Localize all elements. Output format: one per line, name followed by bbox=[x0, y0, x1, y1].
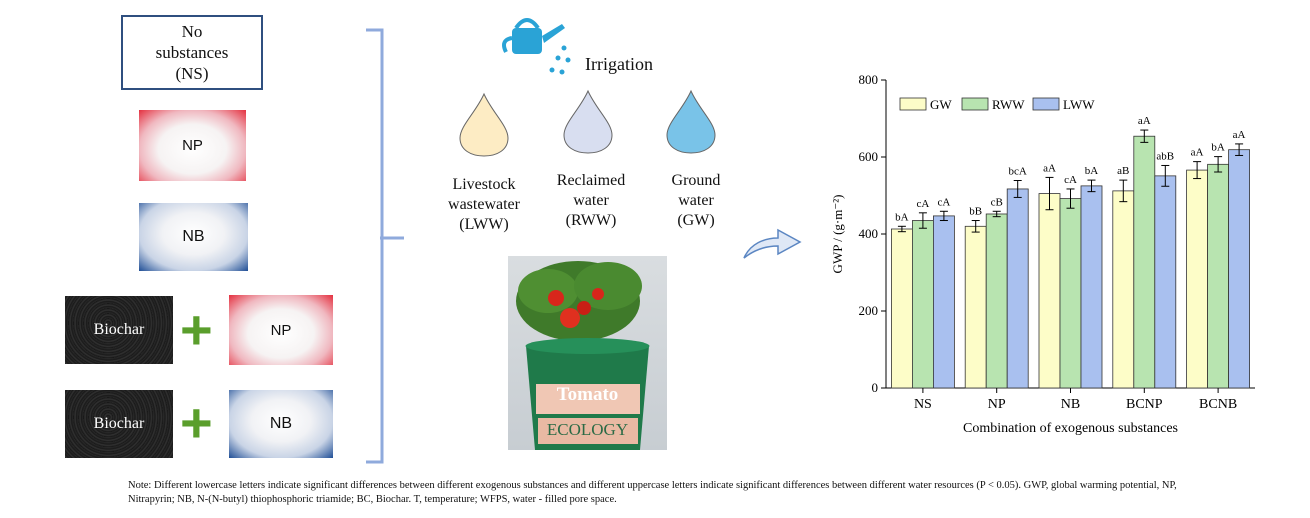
significance-label: aA bbox=[1138, 115, 1151, 127]
significance-label: bA bbox=[1085, 165, 1099, 177]
y-tick-label: 600 bbox=[859, 149, 879, 164]
legend-swatch-rww bbox=[961, 97, 989, 111]
significance-label: abB bbox=[1156, 150, 1174, 162]
bar-lww-bcnp bbox=[1154, 175, 1177, 389]
np-label: NP bbox=[182, 137, 203, 154]
biochar-label-2: Biochar bbox=[93, 415, 145, 432]
legend-swatch-lww bbox=[1032, 97, 1060, 111]
irrigation-label: Irrigation bbox=[585, 54, 653, 74]
bar-rww-bcnp bbox=[1133, 135, 1156, 389]
pot-label-main: Tomato bbox=[556, 384, 619, 405]
water-drop-icon-gw bbox=[666, 89, 716, 154]
legend-label-lww: LWW bbox=[1063, 97, 1095, 112]
nb-image-2: NB bbox=[229, 390, 333, 458]
y-tick-label: 800 bbox=[859, 72, 879, 87]
bar-rww-nb bbox=[1059, 198, 1082, 389]
significance-label: cA bbox=[937, 196, 950, 208]
significance-label: bA bbox=[895, 211, 909, 223]
y-axis-label: GWP / (g·m⁻²) bbox=[830, 195, 845, 274]
significance-label: aA bbox=[1043, 162, 1056, 174]
x-tick-label: NP bbox=[988, 397, 1006, 412]
legend-swatch-gw bbox=[899, 97, 927, 111]
bar-gw-np bbox=[964, 225, 987, 389]
biochar-label-1: Biochar bbox=[93, 321, 145, 338]
bar-lww-bcnb bbox=[1228, 149, 1251, 389]
plus-icon-1: + bbox=[180, 298, 213, 361]
significance-label: cA bbox=[916, 198, 929, 210]
np-image-2: NP bbox=[229, 295, 333, 365]
bar-gw-ns bbox=[891, 228, 913, 389]
bracket bbox=[366, 28, 386, 464]
nb-label-2: NB bbox=[269, 415, 293, 432]
legend-label-rww: RWW bbox=[992, 97, 1025, 112]
bar-rww-np bbox=[985, 213, 1008, 389]
bar-gw-bcnp bbox=[1112, 190, 1135, 389]
x-tick-label: BCNB bbox=[1199, 397, 1237, 412]
y-tick-label: 400 bbox=[859, 226, 879, 241]
bar-gw-bcnb bbox=[1186, 169, 1209, 389]
significance-label: aA bbox=[1191, 147, 1204, 159]
significance-label: aB bbox=[1117, 165, 1129, 177]
water-label-gw: Ground water (GW) bbox=[671, 172, 721, 229]
significance-label: cB bbox=[991, 196, 1003, 208]
significance-label: bA bbox=[1211, 142, 1225, 154]
significance-label: bB bbox=[969, 206, 982, 218]
x-tick-label: NS bbox=[914, 397, 932, 412]
watering-can-icon bbox=[502, 18, 571, 75]
water-label-lww: Livestock wastewater (LWW) bbox=[448, 176, 520, 233]
nb-label: NB bbox=[182, 228, 205, 245]
bar-lww-ns bbox=[933, 215, 955, 389]
legend-label-gw: GW bbox=[930, 97, 952, 112]
water-drop-icon-rww bbox=[563, 89, 613, 154]
plus-icon-2: + bbox=[180, 391, 213, 454]
bar-gw-nb bbox=[1038, 193, 1061, 389]
bar-rww-bcnb bbox=[1207, 163, 1230, 389]
pot-label-sub: ECOLOGY bbox=[546, 420, 629, 439]
water-label-rww: Reclaimed water (RWW) bbox=[556, 172, 626, 229]
water-drop-icon-lww bbox=[459, 92, 509, 157]
no-substances-box: No substances (NS) bbox=[121, 15, 263, 90]
bracket-tick bbox=[380, 236, 404, 240]
significance-label: cA bbox=[1064, 174, 1077, 186]
bar-lww-np bbox=[1006, 188, 1029, 389]
biochar-image-1: Biochar bbox=[65, 296, 173, 364]
tomato-pot-image: Tomato ECOLOGY bbox=[508, 256, 667, 450]
y-tick-label: 200 bbox=[859, 303, 879, 318]
np-label-2: NP bbox=[270, 321, 292, 339]
tomato-plant-illustration bbox=[516, 261, 650, 450]
biochar-image-2: Biochar bbox=[65, 390, 173, 458]
x-tick-label: NB bbox=[1061, 397, 1080, 412]
significance-label: aA bbox=[1233, 129, 1246, 141]
bar-rww-ns bbox=[912, 220, 934, 389]
x-tick-label: BCNP bbox=[1126, 397, 1163, 412]
np-image: NP bbox=[139, 110, 246, 181]
x-axis-label: Combination of exogenous substances bbox=[963, 421, 1178, 436]
y-tick-label: 0 bbox=[872, 380, 879, 395]
bar-lww-nb bbox=[1080, 185, 1103, 389]
figure-note: Note: Different lowercase letters indica… bbox=[128, 480, 1177, 505]
curved-arrow-icon bbox=[743, 228, 802, 259]
significance-label: bcA bbox=[1009, 165, 1027, 177]
nb-image: NB bbox=[139, 203, 248, 271]
